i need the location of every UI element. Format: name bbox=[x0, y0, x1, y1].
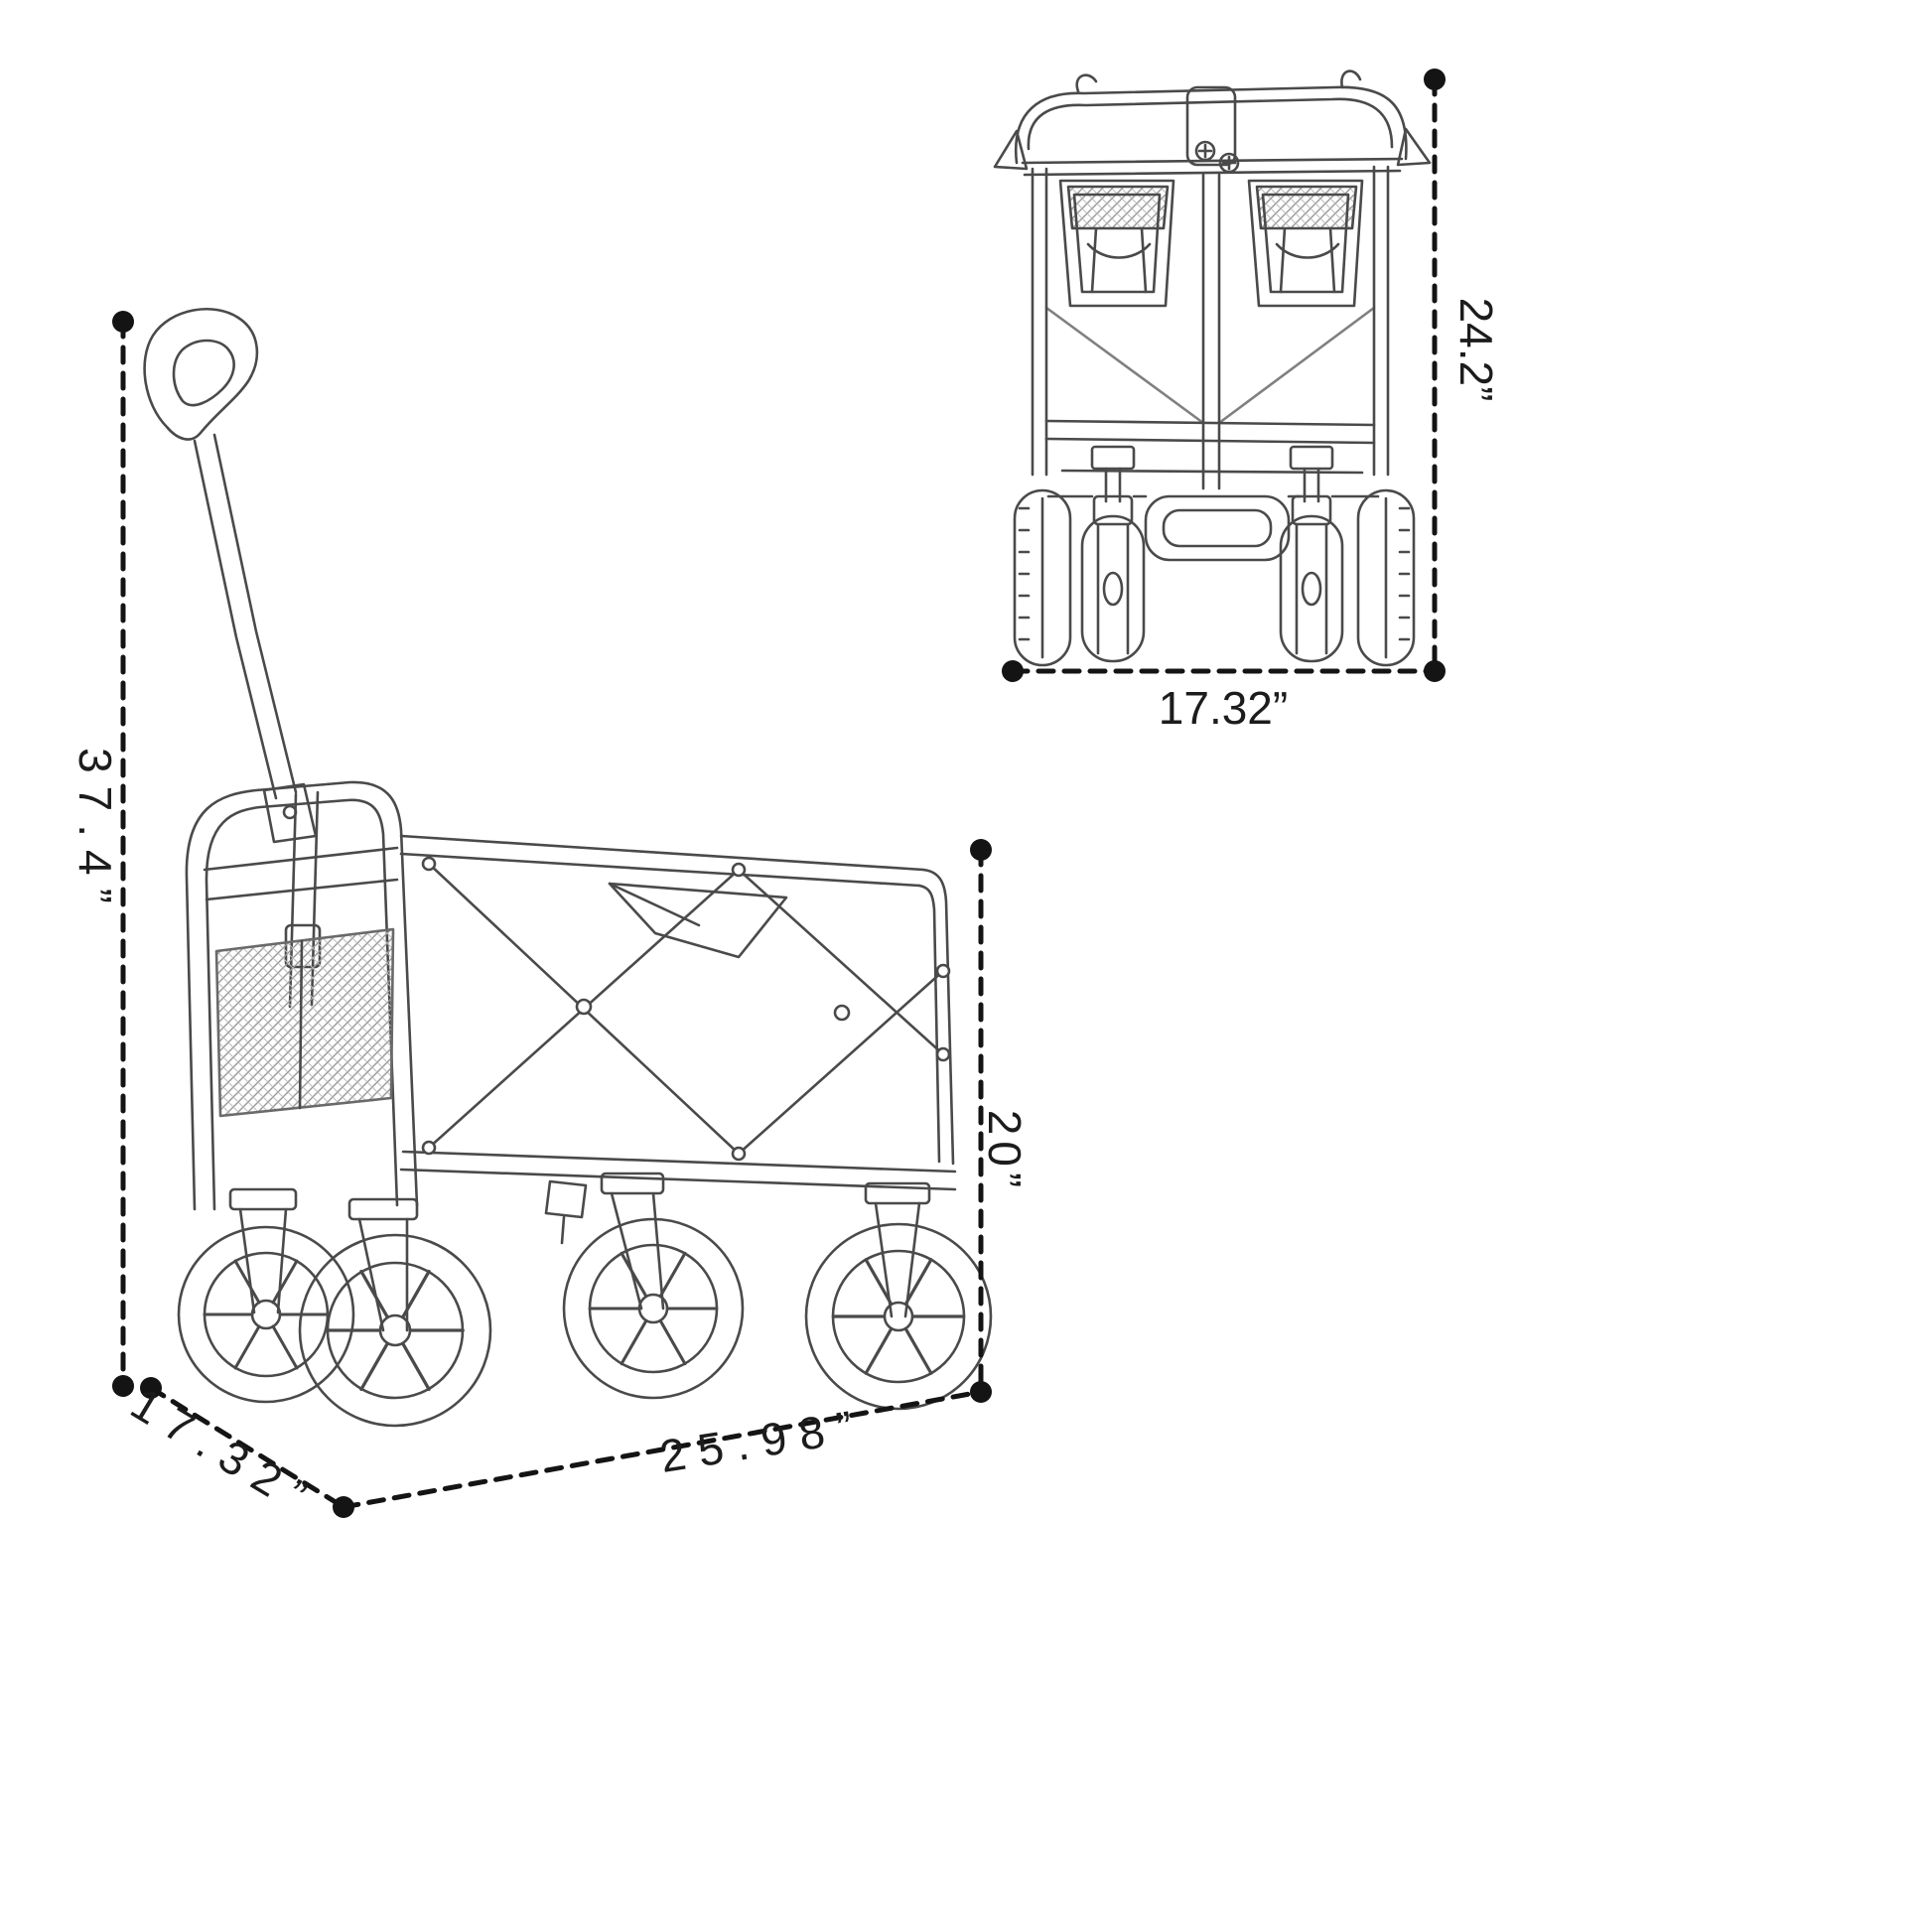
front-outer-left-wheel bbox=[1013, 488, 1072, 667]
front-inner-right-caster bbox=[1279, 445, 1344, 663]
handle-shaft bbox=[193, 433, 318, 844]
front-frame-panel bbox=[185, 780, 419, 1211]
brake-pedal bbox=[544, 1179, 588, 1245]
side-body-height-dimension-line bbox=[970, 839, 992, 1395]
canopy-top-bar bbox=[993, 69, 1432, 177]
frame-posts bbox=[1031, 165, 1390, 490]
side-view-height-label: 37.4” bbox=[69, 748, 121, 916]
front-caster-wheel-1 bbox=[177, 1187, 355, 1404]
handle-grip bbox=[143, 307, 259, 441]
fabric-flap bbox=[608, 882, 788, 959]
front-outer-right-wheel bbox=[1356, 488, 1416, 667]
side-view-drawing bbox=[143, 307, 993, 1428]
rear-wheel bbox=[804, 1181, 993, 1411]
dimension-lines bbox=[112, 69, 1446, 1518]
wagon-body bbox=[399, 834, 957, 1191]
bottom-pull-handle bbox=[1144, 494, 1291, 562]
front-view-width-label: 17.32” bbox=[1158, 682, 1289, 734]
left-seat-back bbox=[1058, 179, 1175, 308]
front-view-drawing bbox=[993, 69, 1432, 667]
side-view-body-height-label: 20” bbox=[979, 1109, 1031, 1194]
front-width-dimension-line bbox=[1002, 660, 1438, 682]
side-height-dimension-line bbox=[112, 311, 134, 1397]
front-view-height-label: 24.2” bbox=[1450, 297, 1502, 402]
x-brace-frame bbox=[421, 856, 951, 1162]
middle-wheel bbox=[562, 1172, 745, 1400]
side-length-dimension-line bbox=[341, 1381, 992, 1510]
right-seat-back bbox=[1247, 179, 1364, 308]
front-caster-wheel-2 bbox=[298, 1197, 492, 1428]
front-inner-left-caster bbox=[1080, 445, 1146, 663]
